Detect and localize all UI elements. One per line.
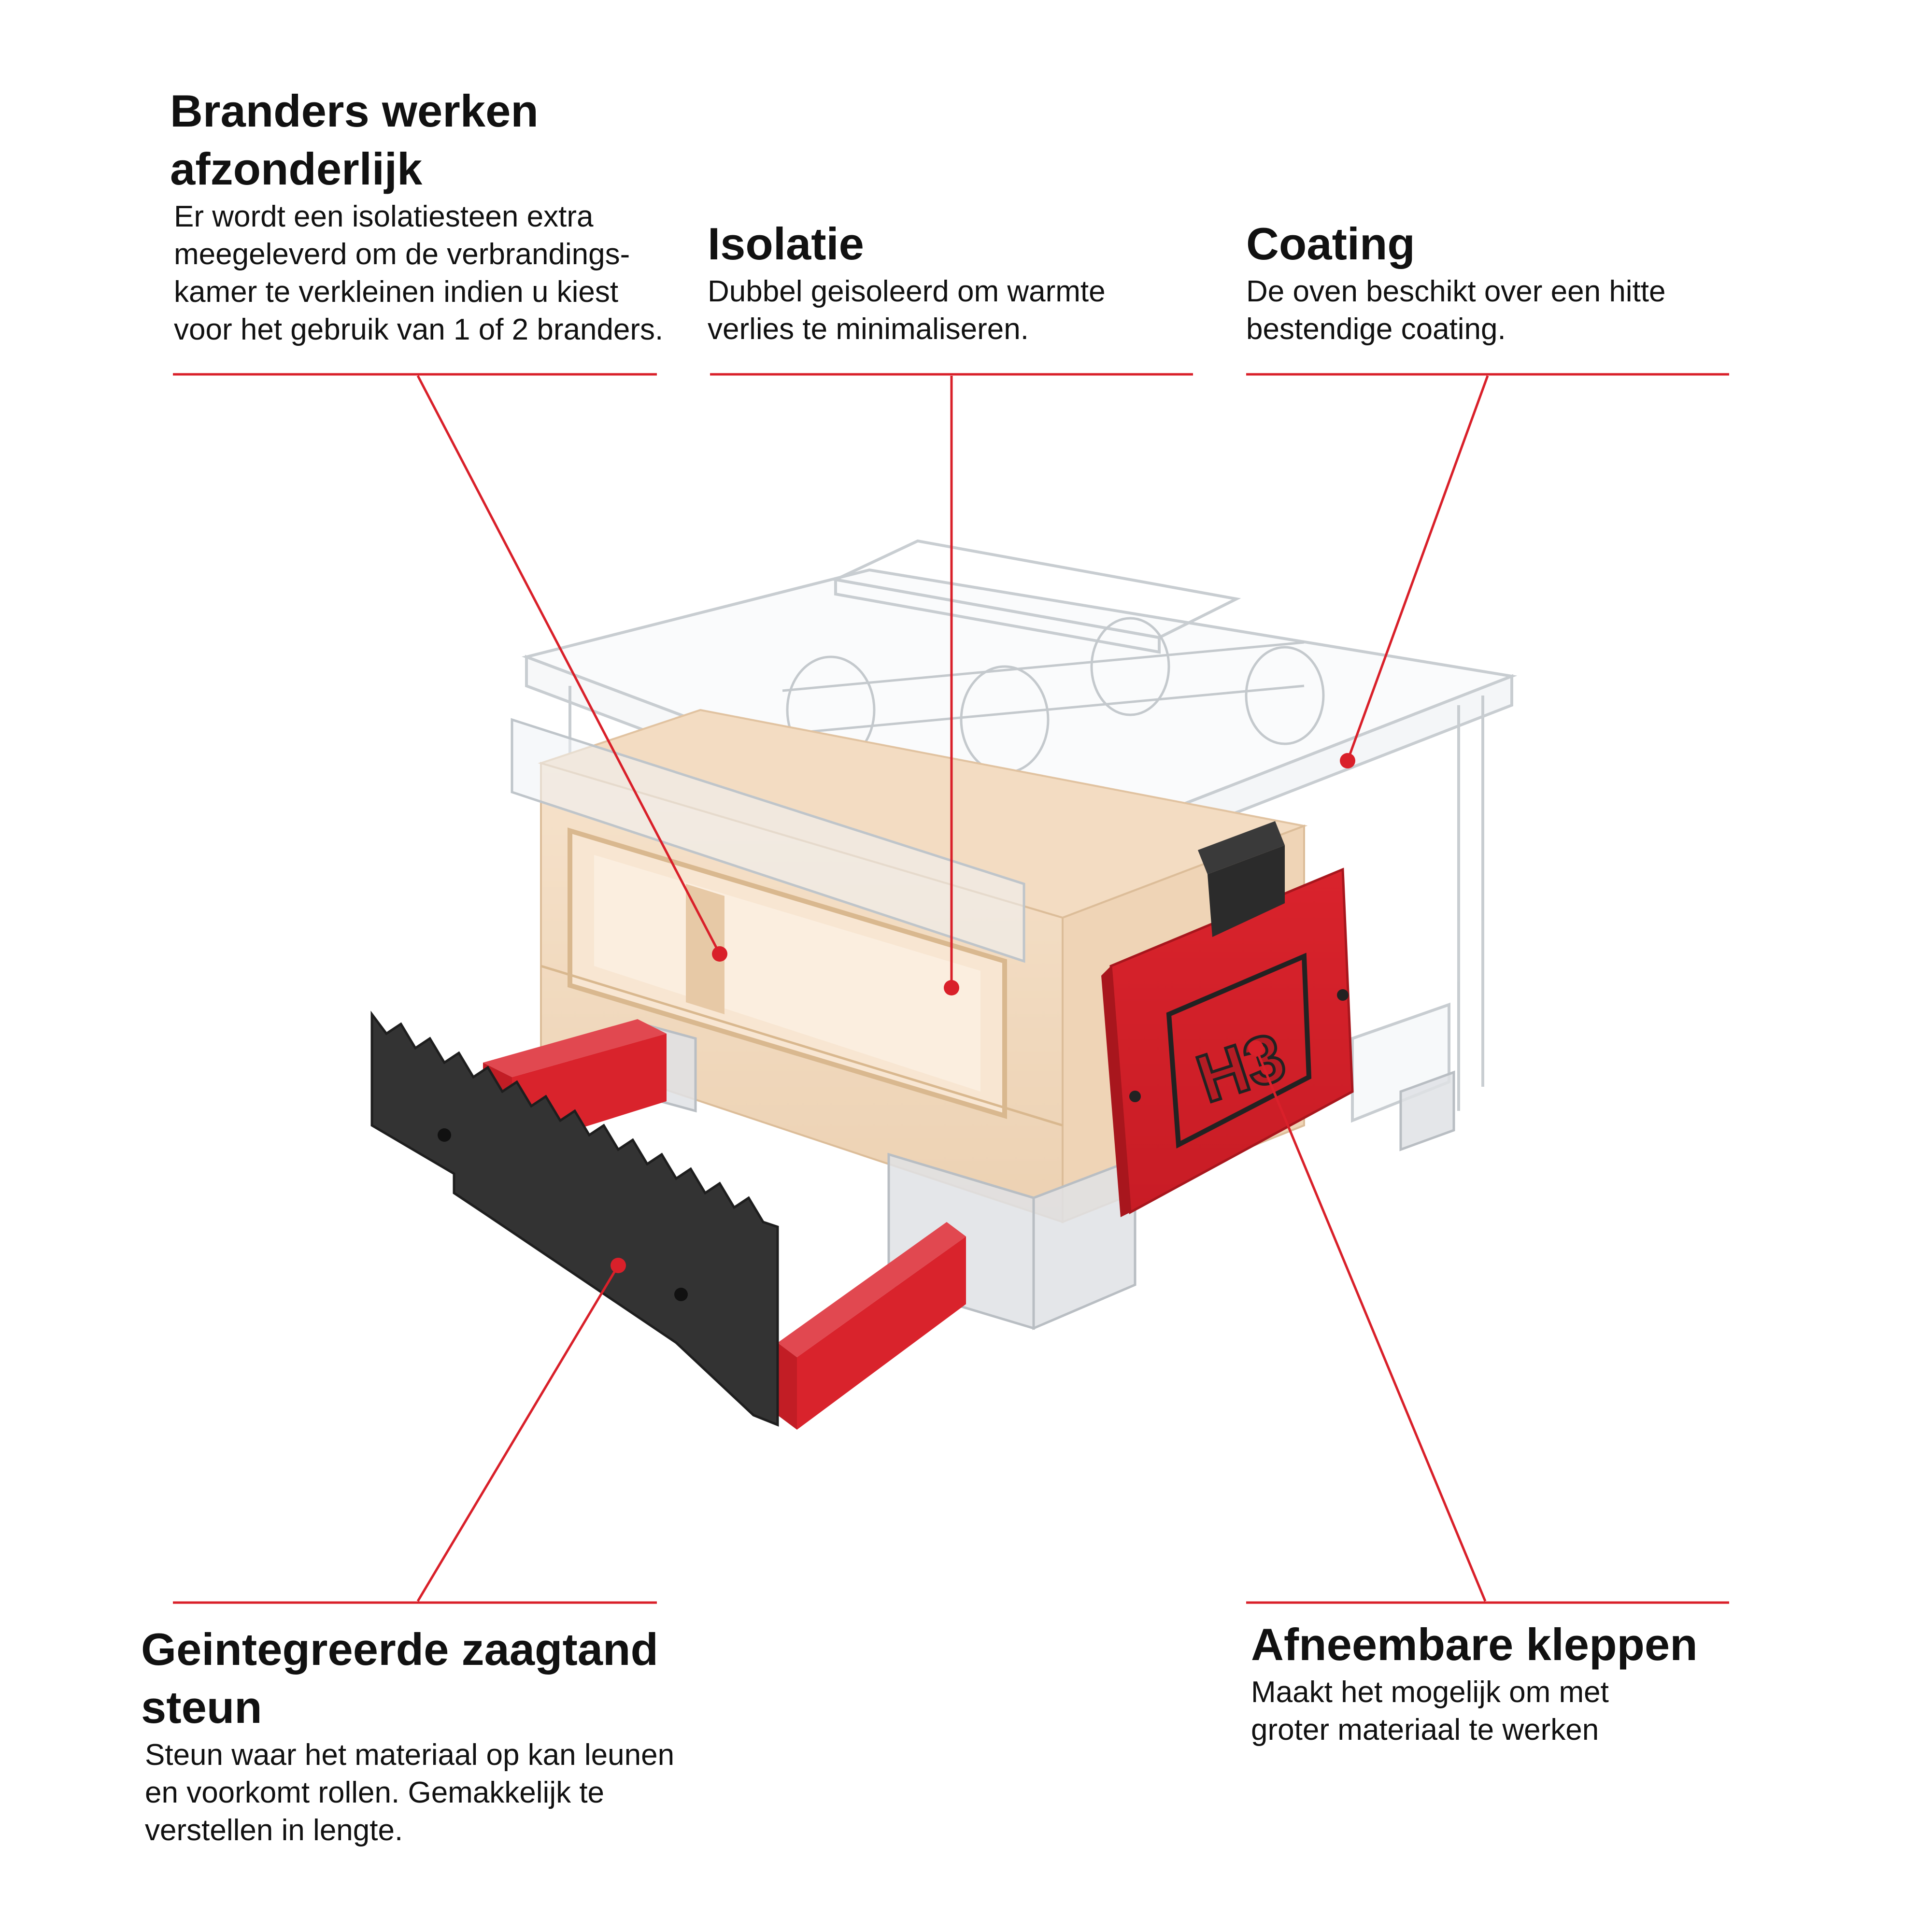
sawtooth-plate [370,1010,779,1427]
leader-zaagtand [416,1264,620,1602]
feature-title: Afneembare kleppen [1251,1619,1698,1670]
feature-zaagtand: Geintegreerde zaagtand steun Steun waar … [141,1620,769,1849]
leader-coating [1346,375,1489,761]
keyhole-left [438,1128,451,1142]
feature-title: Geintegreerde zaagtand steun [141,1624,658,1733]
feature-branders: Branders werken afzonderlijk Er wordt ee… [170,82,725,349]
sawtooth-support [370,1010,779,1427]
dot-kleppen [1248,1040,1264,1056]
feature-title: Branders werken afzonderlijk [170,85,539,194]
dot-branders [712,946,727,962]
leader-lines [173,373,1729,1604]
feature-description: Maakt het mogelijk om met groter materia… [1251,1676,1609,1747]
leader-branders [416,375,721,955]
feature-description: Steun waar het materiaal op kan leunen e… [145,1738,675,1847]
dot-coating [1340,753,1355,768]
feature-coating: Coating De oven beschikt over een hitte … [1246,215,1753,348]
feature-title: Coating [1246,218,1415,269]
dot-isolatie [944,980,959,995]
keyhole-right [674,1288,688,1301]
flap-clip [1198,821,1285,937]
feature-description: De oven beschikt over een hitte bestendi… [1246,275,1666,346]
leader-dots [611,753,1355,1273]
feature-description: Dubbel geisoleerd om warmte verlies te m… [708,275,1106,346]
glass-rail [511,718,1025,963]
feature-description: Er wordt een isolatiesteen extra meegele… [174,200,664,346]
feature-isolatie: Isolatie Dubbel geisoleerd om warmte ver… [708,215,1191,348]
feature-kleppen: Afneembare kleppen Maakt het mogelijk om… [1251,1616,1782,1749]
dot-zaagtand [611,1258,626,1273]
leader-kleppen [1254,1048,1487,1602]
feature-title: Isolatie [708,218,864,269]
